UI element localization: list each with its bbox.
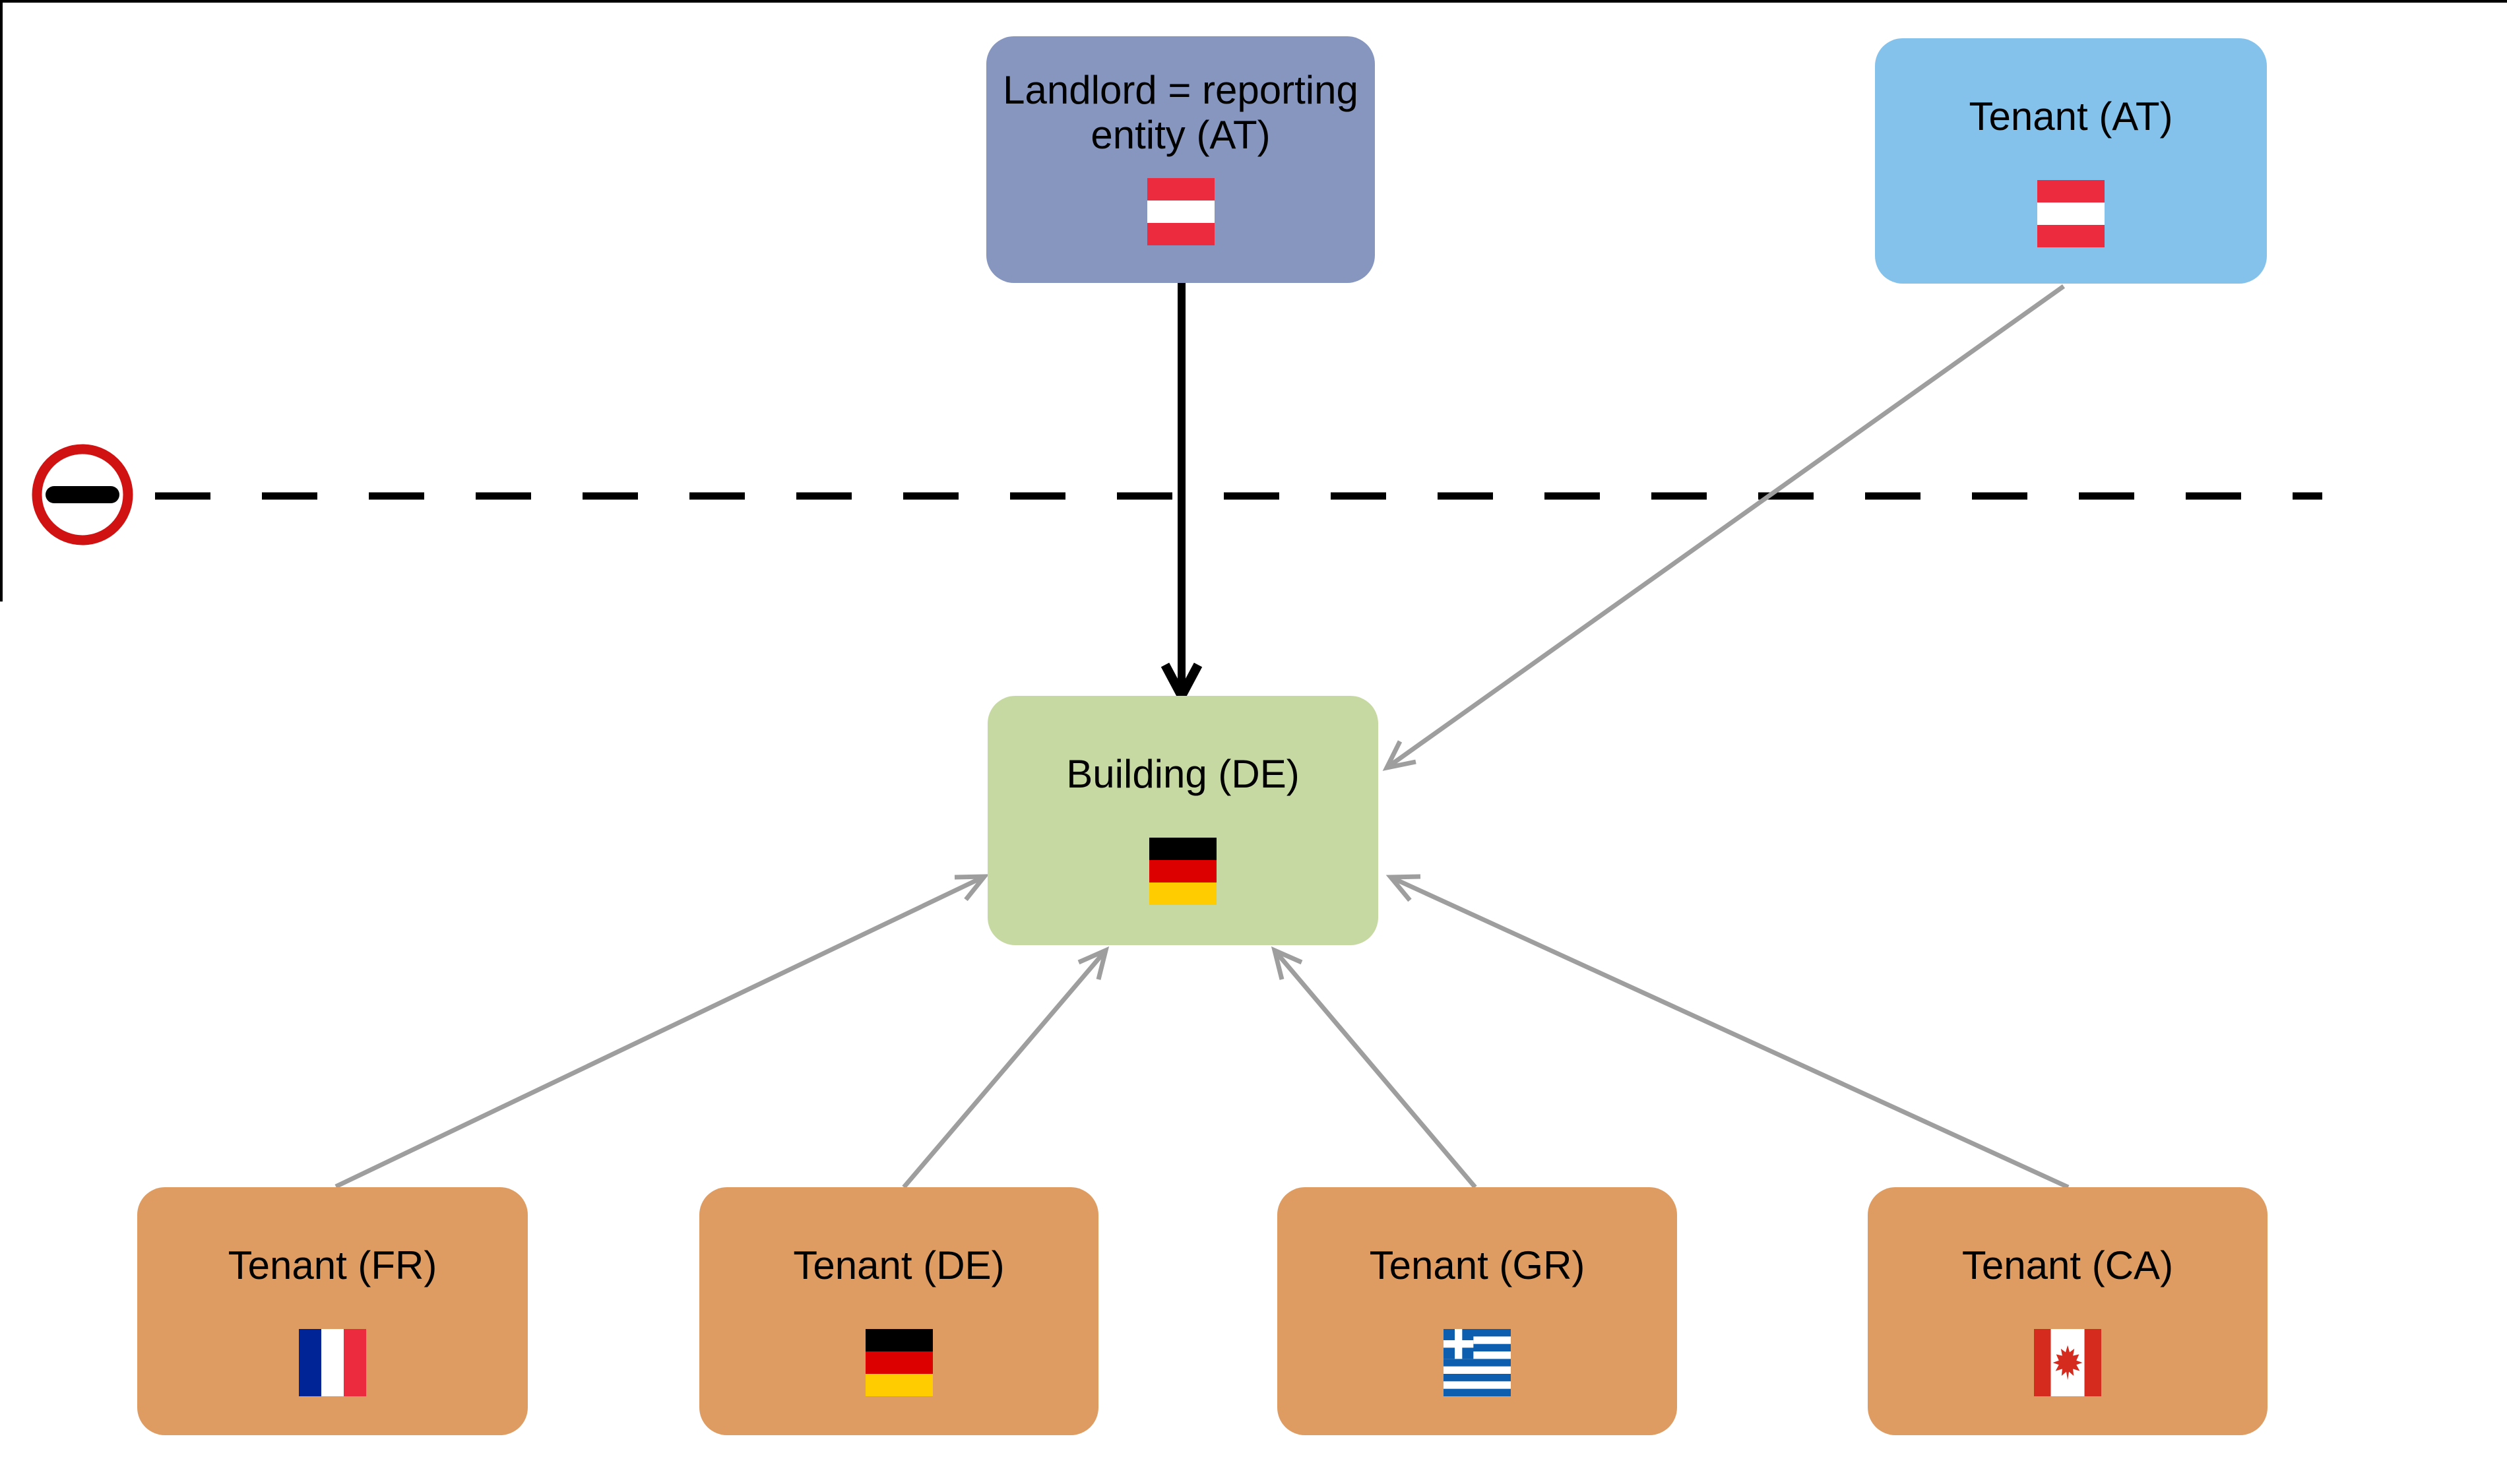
node-tenant-at-label: Tenant (AT)	[1969, 94, 2173, 139]
node-tenant-gr-label: Tenant (GR)	[1369, 1243, 1585, 1287]
node-tenant-gr: Tenant (GR)	[1277, 1187, 1677, 1435]
node-building-label: Building (DE)	[1066, 752, 1300, 796]
node-tenant-fr: Tenant (FR)	[137, 1187, 528, 1435]
arrow-tenant-at-to-building	[1382, 284, 2066, 771]
node-tenant-ca: Tenant (CA)	[1868, 1187, 2268, 1435]
node-tenant-ca-label: Tenant (CA)	[1961, 1243, 2174, 1287]
austria-flag-icon	[2037, 180, 2105, 247]
greece-flag-icon	[1444, 1329, 1511, 1396]
germany-flag-icon	[1149, 838, 1217, 905]
node-tenant-de: Tenant (DE)	[699, 1187, 1098, 1435]
austria-flag-icon	[1147, 178, 1215, 245]
arrow-tenant-ca-to-building	[1385, 874, 2070, 1190]
node-tenant-fr-label: Tenant (FR)	[228, 1243, 437, 1287]
no-entry-icon	[32, 444, 133, 545]
node-tenant-at: Tenant (AT)	[1875, 38, 2267, 284]
arrow-tenant-de-to-building	[902, 946, 1110, 1189]
node-landlord: Landlord = reporting entity (AT)	[986, 36, 1375, 283]
germany-flag-icon	[865, 1329, 933, 1396]
maple-leaf-icon	[2052, 1345, 2083, 1380]
arrow-tenant-gr-to-building	[1271, 946, 1477, 1189]
node-building: Building (DE)	[988, 696, 1378, 945]
arrow-tenant-fr-to-building	[334, 874, 990, 1189]
node-landlord-label: Landlord = reporting entity (AT)	[1003, 68, 1358, 157]
page-border-top	[0, 0, 2507, 3]
canada-flag-icon	[2034, 1329, 2101, 1396]
arrow-landlord-to-building	[1160, 283, 1203, 706]
page-border-left	[0, 0, 3, 602]
france-flag-icon	[299, 1329, 366, 1396]
node-tenant-de-label: Tenant (DE)	[793, 1243, 1005, 1287]
